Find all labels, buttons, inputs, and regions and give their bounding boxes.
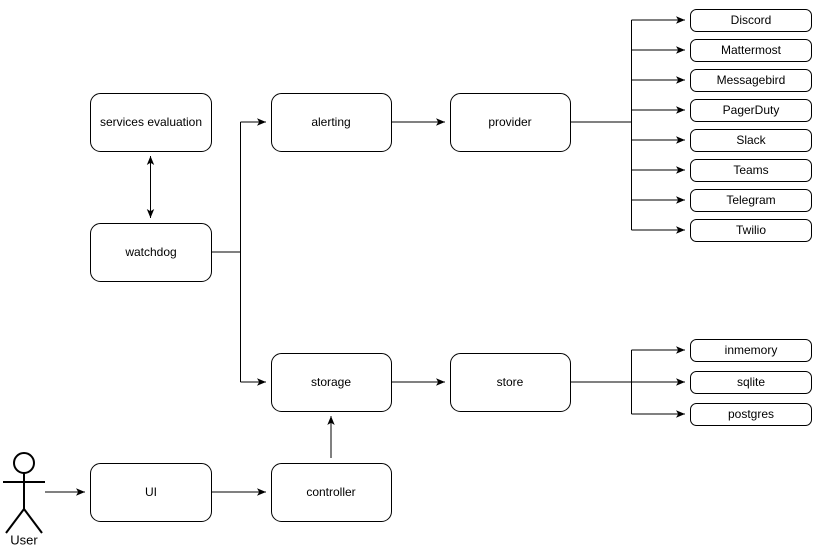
node-layer: services evaluation watchdog alerting pr… bbox=[90, 93, 571, 522]
leaf-mattermost[interactable]: Mattermost bbox=[690, 39, 812, 62]
leaf-inmemory[interactable]: inmemory bbox=[690, 339, 812, 362]
leaf-pagerduty-label: PagerDuty bbox=[723, 103, 780, 117]
leaf-postgres-label: postgres bbox=[728, 407, 774, 421]
edge-watchdog-branch bbox=[211, 118, 266, 386]
stick-figure-icon bbox=[13, 452, 35, 474]
node-provider[interactable]: provider bbox=[450, 93, 571, 152]
node-watchdog[interactable]: watchdog bbox=[90, 223, 212, 282]
node-ui-box[interactable] bbox=[90, 463, 212, 522]
node-ui[interactable]: UI bbox=[90, 463, 212, 522]
leaf-inmemory-label: inmemory bbox=[725, 343, 778, 357]
node-ui-label: UI bbox=[145, 485, 157, 499]
leaf-twilio-label: Twilio bbox=[736, 223, 766, 237]
leaf-slack-box[interactable] bbox=[690, 129, 812, 152]
node-services-evaluation-box[interactable] bbox=[90, 93, 212, 152]
leaf-sqlite-label: sqlite bbox=[737, 375, 765, 389]
leaf-discord-label: Discord bbox=[731, 13, 772, 27]
node-storage-box[interactable] bbox=[271, 353, 392, 412]
leaf-mattermost-box[interactable] bbox=[690, 39, 812, 62]
node-storage[interactable]: storage bbox=[271, 353, 392, 412]
node-watchdog-label: watchdog bbox=[124, 245, 176, 259]
node-provider-label: provider bbox=[488, 115, 531, 129]
user-actor-label: User bbox=[10, 532, 38, 547]
node-controller-box[interactable] bbox=[271, 463, 392, 522]
leaf-sqlite-box[interactable] bbox=[690, 371, 812, 394]
leaf-telegram[interactable]: Telegram bbox=[690, 189, 812, 212]
leaf-twilio[interactable]: Twilio bbox=[690, 219, 812, 242]
leaf-discord-box[interactable] bbox=[690, 9, 812, 32]
leaf-messagebird-label: Messagebird bbox=[717, 73, 786, 87]
leaf-inmemory-box[interactable] bbox=[690, 339, 812, 362]
leaf-slack-label: Slack bbox=[736, 133, 766, 147]
node-store-label: store bbox=[497, 375, 524, 389]
store-leaf-layer: inmemory sqlite postgres bbox=[690, 339, 812, 426]
leaf-teams-label: Teams bbox=[733, 163, 768, 177]
leaf-telegram-box[interactable] bbox=[690, 189, 812, 212]
actor-leg-right bbox=[23, 508, 43, 534]
node-alerting-box[interactable] bbox=[271, 93, 392, 152]
node-alerting-label: alerting bbox=[311, 115, 350, 129]
node-services-evaluation-label: services evaluation bbox=[100, 115, 202, 129]
user-actor[interactable]: User bbox=[3, 452, 45, 547]
edge-store-fanout bbox=[570, 346, 685, 418]
leaf-postgres-box[interactable] bbox=[690, 403, 812, 426]
node-watchdog-box[interactable] bbox=[90, 223, 212, 282]
leaf-pagerduty[interactable]: PagerDuty bbox=[690, 99, 812, 122]
leaf-messagebird-box[interactable] bbox=[690, 69, 812, 92]
edge-provider-fanout bbox=[570, 16, 685, 234]
leaf-slack[interactable]: Slack bbox=[690, 129, 812, 152]
node-services-evaluation[interactable]: services evaluation bbox=[90, 93, 212, 152]
actor-leg-left bbox=[5, 508, 25, 534]
leaf-teams-box[interactable] bbox=[690, 159, 812, 182]
leaf-teams[interactable]: Teams bbox=[690, 159, 812, 182]
node-store-box[interactable] bbox=[450, 353, 571, 412]
leaf-sqlite[interactable]: sqlite bbox=[690, 371, 812, 394]
provider-leaf-layer: Discord Mattermost Messagebird PagerDuty… bbox=[690, 9, 812, 242]
leaf-mattermost-label: Mattermost bbox=[721, 43, 782, 57]
leaf-twilio-box[interactable] bbox=[690, 219, 812, 242]
leaf-telegram-label: Telegram bbox=[726, 193, 775, 207]
edge-layer bbox=[45, 16, 685, 496]
node-controller-label: controller bbox=[306, 485, 355, 499]
leaf-messagebird[interactable]: Messagebird bbox=[690, 69, 812, 92]
node-provider-box[interactable] bbox=[450, 93, 571, 152]
node-store[interactable]: store bbox=[450, 353, 571, 412]
node-storage-label: storage bbox=[311, 375, 351, 389]
node-controller[interactable]: controller bbox=[271, 463, 392, 522]
leaf-discord[interactable]: Discord bbox=[690, 9, 812, 32]
node-alerting[interactable]: alerting bbox=[271, 93, 392, 152]
leaf-pagerduty-box[interactable] bbox=[690, 99, 812, 122]
leaf-postgres[interactable]: postgres bbox=[690, 403, 812, 426]
